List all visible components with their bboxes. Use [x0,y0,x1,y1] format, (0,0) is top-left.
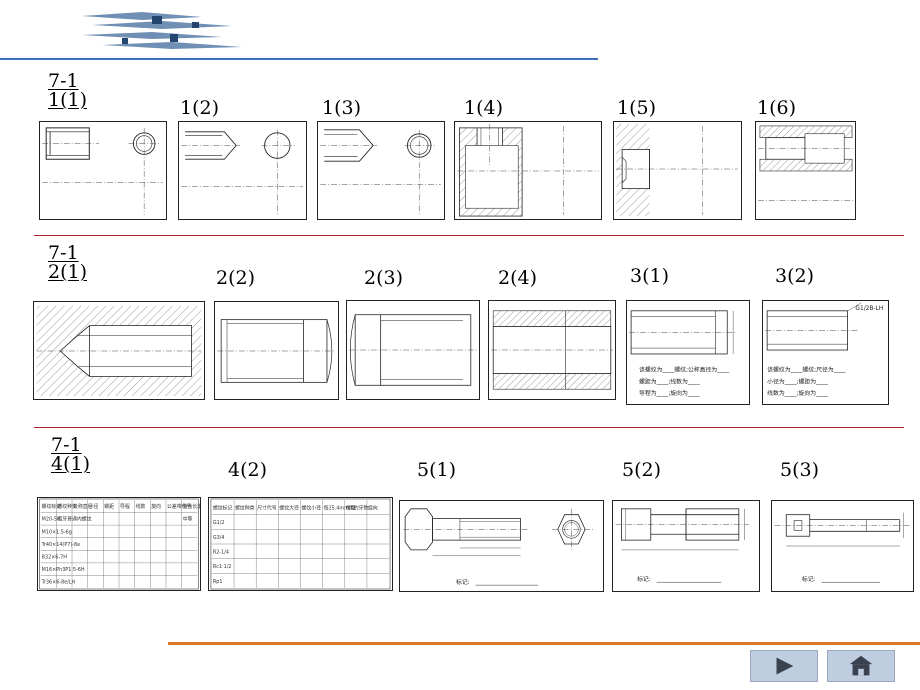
t31-line1: 该螺纹为____螺纹;公称直径为____ [639,366,729,374]
home-icon [849,655,873,676]
section-divider-1 [34,235,904,236]
section-title-1: 7-1 1(1) [48,70,88,111]
mark-label-5-3: 标记: [802,575,816,583]
label-1-4: 1(4) [464,97,504,119]
thumb-5-3[interactable]: 标记: [771,500,914,592]
table-header: 螺纹标记 [213,505,233,512]
table-row: Rp1 [213,579,223,585]
thumb-2-1[interactable] [33,301,205,400]
thumb-1-4[interactable] [454,121,602,220]
section-title-2: 7-1 2(1) [48,242,88,283]
label-1-2: 1(2) [180,97,220,119]
section-title-3: 7-1 4(1) [51,434,91,475]
label-4-2: 4(2) [228,459,268,481]
label-2-4: 2(4) [498,267,538,289]
table-header: 导程 [120,503,130,510]
table-row: Rc1 1/2 [213,564,232,570]
label-1-6: 1(6) [757,97,797,119]
table-header: 每25.4mm内的牙数 [324,505,369,512]
table-header: 螺纹标记 [42,503,62,510]
table-header: 小径 [89,503,99,510]
table-row: Tr36×6-8e/LH [41,580,76,586]
label-1-5: 1(5) [617,97,657,119]
table-row: M16×Ph3P1.5-6H [42,567,85,573]
table-cell: 粗牙普通内螺纹 [57,516,91,523]
table-row: B32×6-7H [42,554,68,560]
thumb-1-6[interactable] [755,121,856,220]
table-cell: 中等 [183,516,193,523]
label-5-1: 5(1) [417,459,457,481]
mark-label-5-1: 标记: [456,578,470,586]
table-header: 螺距 [346,505,356,512]
thumb-4-1[interactable]: 螺纹标记螺纹种类公称直径小径螺距导程线数旋向公差带代号旋合长度 M20-5H M10… [37,497,201,591]
label-3-1: 3(1) [630,265,670,287]
label-2-2: 2(2) [216,267,256,289]
t32-line2: 小径为____;螺距为____ [767,377,828,385]
thumb-2-2[interactable] [214,301,339,400]
table-header: 旋向 [368,505,378,512]
play-arrow-icon [776,657,794,675]
thumb-1-3[interactable] [317,121,445,220]
table-header: 尺寸代号 [257,505,277,512]
header-rule [0,58,598,60]
table-row: R2-1/4 [213,550,229,556]
table-header: 螺纹大径 [279,505,299,512]
header-logo [82,8,247,56]
label-5-2: 5(2) [622,459,662,481]
thumb-1-1[interactable] [39,121,167,220]
thumb-3-1[interactable]: 该螺纹为____螺纹;公称直径为____ 螺距为____;线数为____ 导程为… [626,300,750,405]
t32-line3: 线数为____;旋向为____ [767,389,828,397]
thumb-5-1[interactable]: 标记: [399,500,604,592]
section-divider-2 [34,427,904,428]
table-row: M20-5H [42,517,61,523]
table-header: 旋合长度 [183,503,200,510]
label-2-3: 2(3) [364,267,404,289]
thumb-1-2[interactable] [178,121,307,220]
home-button[interactable] [827,650,895,682]
mark-label-5-2: 标记: [637,575,651,583]
thumb-5-2[interactable]: 标记: [612,500,760,592]
label-3-2: 3(2) [775,265,815,287]
footer-rule [168,642,920,645]
table-header: 公称直径 [73,503,93,510]
t32-corner: G1/2B-LH [855,306,883,312]
thumb-1-5[interactable] [613,121,742,220]
table-row: M10×1.5-6g [42,529,72,535]
label-5-3: 5(3) [780,459,820,481]
table-header: 螺纹种类 [235,505,255,512]
table-header: 螺纹种类 [57,503,77,510]
next-button[interactable] [750,650,818,682]
table-header: 螺纹小径 [301,505,321,512]
thumb-3-2[interactable]: G1/2B-LH 该螺纹为____螺纹;尺径为____ 小径为____;螺距为_… [762,300,889,405]
t31-line3: 导程为____;旋向为____ [639,389,700,397]
table-row: Tr40×14(P7)-8e [41,542,80,548]
t32-line1: 该螺纹为____螺纹;尺径为____ [767,366,845,374]
table-header: 线数 [136,503,146,510]
table-row: G3/4 [213,535,225,541]
table-header: 旋向 [151,503,161,510]
label-1-3: 1(3) [322,97,362,119]
thumb-2-4[interactable] [488,300,616,400]
thumb-2-3[interactable] [346,300,480,400]
table-header: 螺距 [104,503,114,510]
table-header: 公差带代号 [167,503,191,510]
t31-line2: 螺距为____;线数为____ [639,377,700,385]
table-row: G1/2 [213,520,225,526]
